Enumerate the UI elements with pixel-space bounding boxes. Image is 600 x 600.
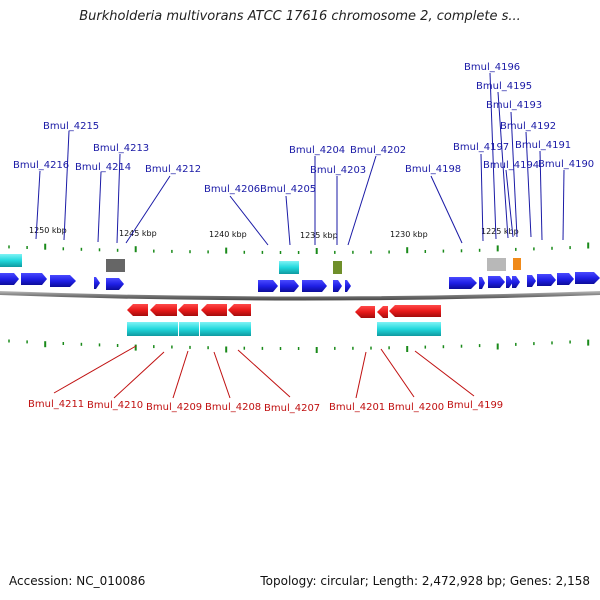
feature-orange-4194[interactable] <box>513 258 521 270</box>
gene-forward[interactable] <box>94 277 100 289</box>
gene-forward[interactable] <box>258 280 278 292</box>
top-leader-lines <box>35 72 565 246</box>
gene-forward[interactable] <box>557 273 574 285</box>
gene-forward[interactable] <box>21 273 47 285</box>
feature-cyan-4211[interactable] <box>127 322 151 336</box>
gene-forward[interactable] <box>449 277 477 289</box>
feature-cyan-4208[interactable] <box>200 322 228 336</box>
gene-reverse[interactable] <box>178 304 198 316</box>
gene-label-bmul-4201[interactable]: Bmul_4201 <box>329 402 385 413</box>
chromosome-backbone <box>0 291 600 301</box>
bottom-leader-lines <box>53 345 475 399</box>
gene-label-bmul-4208[interactable]: Bmul_4208 <box>205 402 261 413</box>
gene-forward[interactable] <box>575 272 600 284</box>
gene-label-bmul-4195[interactable]: Bmul_4195 <box>476 81 532 92</box>
feature-cyan-4209[interactable] <box>179 322 199 336</box>
gene-label-bmul-4192[interactable]: Bmul_4192 <box>500 121 556 132</box>
feature-cyan-left[interactable] <box>0 254 22 267</box>
gene-label-bmul-4213[interactable]: Bmul_4213 <box>93 143 149 154</box>
feature-olive-4203[interactable] <box>333 261 342 274</box>
gene-label-bmul-4191[interactable]: Bmul_4191 <box>515 140 571 151</box>
feature-cyan-4210[interactable] <box>151 322 178 336</box>
gene-forward[interactable] <box>333 280 342 292</box>
scale-ticks-bottom <box>8 339 590 353</box>
gene-reverse[interactable] <box>150 304 177 316</box>
gene-label-bmul-4197[interactable]: Bmul_4197 <box>453 142 509 153</box>
gene-label-bmul-4203[interactable]: Bmul_4203 <box>310 165 366 176</box>
feature-cyan-4200[interactable] <box>377 322 441 336</box>
gene-label-bmul-4216[interactable]: Bmul_4216 <box>13 160 69 171</box>
gene-reverse[interactable] <box>355 306 375 318</box>
map-title: Burkholderia multivorans ATCC 17616 chro… <box>79 9 521 24</box>
gene-label-bmul-4215[interactable]: Bmul_4215 <box>43 121 99 132</box>
gene-forward[interactable] <box>345 280 351 292</box>
gene-label-bmul-4194[interactable]: Bmul_4194 <box>483 160 539 171</box>
kbp-label-1240: 1240 kbp <box>209 230 247 239</box>
gene-forward[interactable] <box>488 276 505 288</box>
gene-forward[interactable] <box>537 274 556 286</box>
gene-reverse[interactable] <box>228 304 251 316</box>
kbp-label-1230: 1230 kbp <box>390 230 428 239</box>
gene-reverse[interactable] <box>201 304 227 316</box>
kbp-label-1250: 1250 kbp <box>29 226 67 235</box>
gene-label-bmul-4212[interactable]: Bmul_4212 <box>145 164 201 175</box>
gene-label-bmul-4209[interactable]: Bmul_4209 <box>146 402 202 413</box>
gene-forward[interactable] <box>479 277 485 289</box>
gene-reverse[interactable] <box>389 305 441 317</box>
feature-grey-4214[interactable] <box>106 259 125 272</box>
gene-label-bmul-4211[interactable]: Bmul_4211 <box>28 399 84 410</box>
gene-label-bmul-4196[interactable]: Bmul_4196 <box>464 62 520 73</box>
gene-label-bmul-4207[interactable]: Bmul_4207 <box>264 403 320 414</box>
kbp-label-1245: 1245 kbp <box>119 229 157 238</box>
kbp-label-1225: 1225 kbp <box>481 227 519 236</box>
gene-forward[interactable] <box>527 275 536 287</box>
gene-forward[interactable] <box>512 276 520 288</box>
genome-summary-text: Topology: circular; Length: 2,472,928 bp… <box>260 574 590 588</box>
gene-forward[interactable] <box>106 278 124 290</box>
gene-label-bmul-4199[interactable]: Bmul_4199 <box>447 400 503 411</box>
gene-forward[interactable] <box>302 280 327 292</box>
gene-label-bmul-4200[interactable]: Bmul_4200 <box>388 402 444 413</box>
feature-cyan-4205[interactable] <box>279 261 299 274</box>
gene-reverse[interactable] <box>377 306 388 318</box>
gene-label-bmul-4190[interactable]: Bmul_4190 <box>538 159 594 170</box>
gene-label-bmul-4214[interactable]: Bmul_4214 <box>75 162 131 173</box>
gene-label-bmul-4206[interactable]: Bmul_4206 <box>204 184 260 195</box>
gene-forward[interactable] <box>0 273 19 285</box>
gene-forward[interactable] <box>50 275 76 287</box>
gene-label-bmul-4204[interactable]: Bmul_4204 <box>289 145 345 156</box>
gene-forward[interactable] <box>506 276 513 288</box>
accession-text: Accession: NC_010086 <box>9 574 146 588</box>
gene-label-bmul-4193[interactable]: Bmul_4193 <box>486 100 542 111</box>
kbp-label-1235: 1235 kbp <box>300 231 338 240</box>
feature-lightgrey-4197[interactable] <box>487 258 506 271</box>
gene-label-bmul-4210[interactable]: Bmul_4210 <box>87 400 143 411</box>
gene-reverse[interactable] <box>127 304 148 316</box>
gene-label-bmul-4205[interactable]: Bmul_4205 <box>260 184 316 195</box>
feature-cyan-4207[interactable] <box>228 322 251 336</box>
scale-ticks-top <box>8 242 590 254</box>
gene-label-bmul-4198[interactable]: Bmul_4198 <box>405 164 461 175</box>
gene-forward[interactable] <box>280 280 299 292</box>
gene-label-bmul-4202[interactable]: Bmul_4202 <box>350 145 406 156</box>
